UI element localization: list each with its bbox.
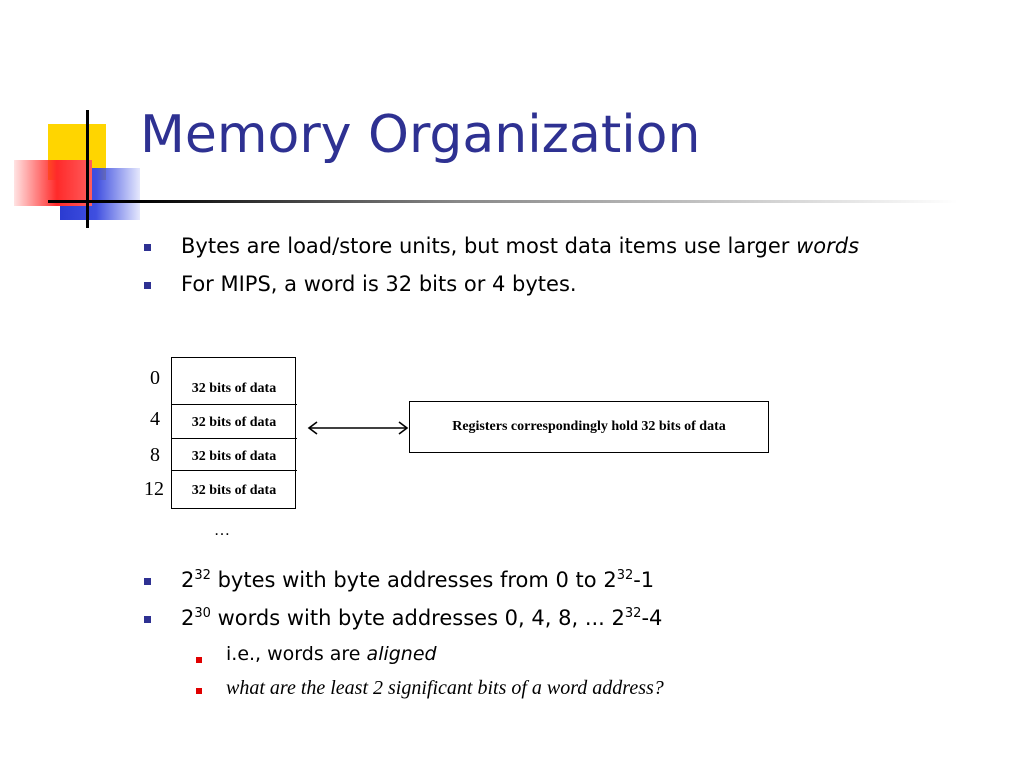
- sub-bullet-marker: [196, 657, 202, 663]
- double-arrow-icon: [307, 421, 409, 435]
- address-label: 12: [144, 478, 164, 500]
- bullet-marker: [144, 244, 151, 251]
- slide-title: Memory Organization: [140, 105, 701, 165]
- decor-red-square: [14, 160, 92, 206]
- bullet-marker: [144, 616, 151, 623]
- bullet-emphasis: words: [796, 234, 860, 258]
- memory-cell-label: 32 bits of data: [191, 415, 277, 430]
- aligned-emphasis: aligned: [366, 643, 437, 665]
- sub-bullet-marker: [196, 688, 202, 694]
- memory-block: [171, 357, 296, 509]
- memory-cell-label: 32 bits of data: [191, 483, 277, 498]
- bullet-byte-addresses: 232 bytes with byte addresses from 0 to …: [181, 568, 655, 592]
- bullet-words-units: Bytes are load/store units, but most dat…: [181, 232, 859, 260]
- address-label: 8: [150, 444, 160, 466]
- bullet-mips-word: For MIPS, a word is 32 bits or 4 bytes.: [181, 270, 577, 298]
- sub-bullet-question: what are the least 2 significant bits of…: [226, 677, 664, 699]
- bullet-marker: [144, 282, 151, 289]
- address-label: 4: [150, 408, 160, 430]
- bullet-text: Bytes are load/store units, but most dat…: [181, 234, 797, 258]
- address-label: 0: [150, 367, 160, 389]
- decor-vertical-line: [86, 110, 89, 228]
- continuation-ellipsis: …: [214, 522, 230, 539]
- cell-divider: [171, 470, 297, 471]
- cell-divider: [171, 438, 297, 439]
- title-underline: [48, 200, 958, 203]
- sub-bullet-aligned: i.e., words are aligned: [226, 643, 437, 665]
- memory-cell-label: 32 bits of data: [191, 449, 277, 464]
- memory-cell-label: 32 bits of data: [191, 381, 277, 396]
- register-label: Registers correspondingly hold 32 bits o…: [452, 419, 726, 434]
- bullet-text: For MIPS, a word is 32 bits or 4 bytes.: [181, 272, 577, 296]
- bullet-word-addresses: 230 words with byte addresses 0, 4, 8, .…: [181, 606, 663, 630]
- cell-divider: [171, 404, 297, 405]
- register-box: Registers correspondingly hold 32 bits o…: [409, 401, 769, 453]
- bullet-marker: [144, 578, 151, 585]
